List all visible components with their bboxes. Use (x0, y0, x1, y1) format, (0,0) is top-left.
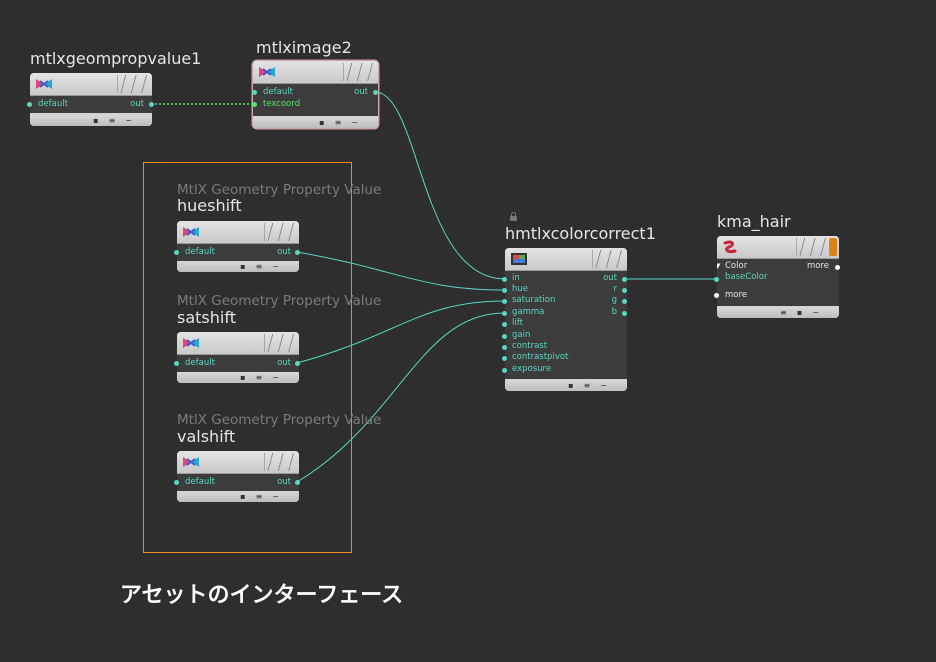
node-flags: ≡▪− (780, 308, 829, 317)
port-label: default (185, 247, 215, 257)
port-label: default (263, 87, 293, 97)
port-label: default (38, 99, 68, 109)
input-port-dot[interactable] (252, 102, 257, 107)
node-title: satshift (177, 308, 236, 327)
port-label: lift (512, 318, 523, 328)
input-port-dot[interactable] (27, 102, 32, 107)
node-type-label: MtlX Geometry Property Value (177, 182, 382, 198)
port-label: out (603, 273, 617, 283)
input-port-dot[interactable] (252, 90, 257, 95)
port-label: texcoord (263, 99, 301, 109)
group-more-label[interactable]: more (806, 261, 829, 271)
hair-shader-icon (723, 240, 737, 253)
asset-interface-frame (143, 162, 352, 553)
materialx-icon (183, 338, 199, 348)
port-label: exposure (512, 364, 552, 374)
input-port-dot[interactable] (502, 277, 507, 282)
port-label: in (512, 273, 520, 283)
node-title: valshift (177, 427, 236, 446)
port-label: contrast (512, 341, 548, 351)
materialx-icon (183, 227, 199, 237)
collapse-arrow-icon[interactable]: ▼ (717, 262, 721, 270)
node-flags: ▪≡− (240, 373, 289, 382)
satshift-node[interactable]: default out ▪≡− (177, 332, 299, 383)
more-port-dot[interactable] (714, 293, 719, 298)
node-title: hueshift (177, 196, 242, 215)
output-port-dot[interactable] (295, 361, 300, 366)
input-port-dot[interactable] (502, 299, 507, 304)
asset-interface-caption: アセットのインターフェース (120, 583, 404, 608)
node-type-label: MtlX Geometry Property Value (177, 293, 382, 309)
output-port-dot[interactable] (149, 102, 154, 107)
port-label: hue (512, 284, 529, 294)
valshift-node[interactable]: default out ▪≡− (177, 451, 299, 502)
port-label: baseColor (725, 272, 768, 282)
output-port-dot[interactable] (622, 299, 627, 304)
port-label: out (277, 247, 291, 257)
input-port-dot[interactable] (502, 322, 507, 327)
port-label: default (185, 477, 215, 487)
materialx-icon (36, 79, 52, 89)
port-label: default (185, 358, 215, 368)
more-label[interactable]: more (725, 290, 748, 300)
hair-accent-bar (829, 238, 837, 256)
wire-image-to-in (374, 91, 506, 280)
node-title: mtlximage2 (256, 38, 352, 57)
input-port-dot[interactable] (714, 277, 719, 282)
input-port-dot[interactable] (502, 334, 507, 339)
node-flags: ▪≡− (240, 262, 289, 271)
image-node[interactable]: default texcoord out ▪≡− (253, 61, 378, 128)
input-port-dot[interactable] (502, 345, 507, 350)
output-port-dot[interactable] (373, 90, 378, 95)
input-port-dot[interactable] (502, 368, 507, 373)
port-label: out (277, 477, 291, 487)
input-port-dot[interactable] (502, 311, 507, 316)
hair-node[interactable]: ▼ Color more baseColor more ≡▪− (717, 236, 839, 318)
output-port-dot[interactable] (295, 480, 300, 485)
colorcorrect-icon (511, 253, 527, 265)
node-title: mtlxgeompropvalue1 (30, 49, 202, 68)
materialx-icon (183, 457, 199, 467)
port-label: g (611, 295, 617, 305)
output-port-dot[interactable] (295, 250, 300, 255)
hueshift-node[interactable]: default out ▪≡− (177, 221, 299, 272)
lock-icon (510, 212, 517, 221)
port-label: r (613, 284, 618, 294)
node-flags: ▪≡− (93, 116, 142, 125)
output-port-dot[interactable] (622, 277, 627, 282)
node-flags: ▪≡− (319, 118, 368, 127)
colorcorrect-node[interactable]: in hue saturation gamma lift gain contra… (505, 248, 627, 391)
port-label: saturation (512, 295, 556, 305)
port-label: out (130, 99, 144, 109)
geomprop-node[interactable]: default out ▪≡− (30, 73, 152, 126)
input-port-dot[interactable] (174, 480, 179, 485)
output-port-dot[interactable] (835, 265, 840, 270)
port-label: contrastpivot (512, 352, 569, 362)
input-port-dot[interactable] (502, 288, 507, 293)
node-flags: ▪≡− (568, 381, 617, 390)
port-label: b (611, 307, 617, 317)
node-flags: ▪≡− (240, 492, 289, 501)
input-port-dot[interactable] (502, 356, 507, 361)
port-label: out (277, 358, 291, 368)
port-label: gain (512, 330, 531, 340)
port-label: gamma (512, 307, 545, 317)
node-type-label: MtlX Geometry Property Value (177, 412, 382, 428)
param-group-label[interactable]: Color (725, 261, 748, 271)
output-port-dot[interactable] (622, 288, 627, 293)
node-title: hmtlxcolorcorrect1 (505, 224, 656, 243)
node-title: kma_hair (717, 212, 791, 231)
input-port-dot[interactable] (174, 361, 179, 366)
materialx-icon (259, 67, 275, 77)
port-label: out (354, 87, 368, 97)
output-port-dot[interactable] (622, 311, 627, 316)
input-port-dot[interactable] (174, 250, 179, 255)
